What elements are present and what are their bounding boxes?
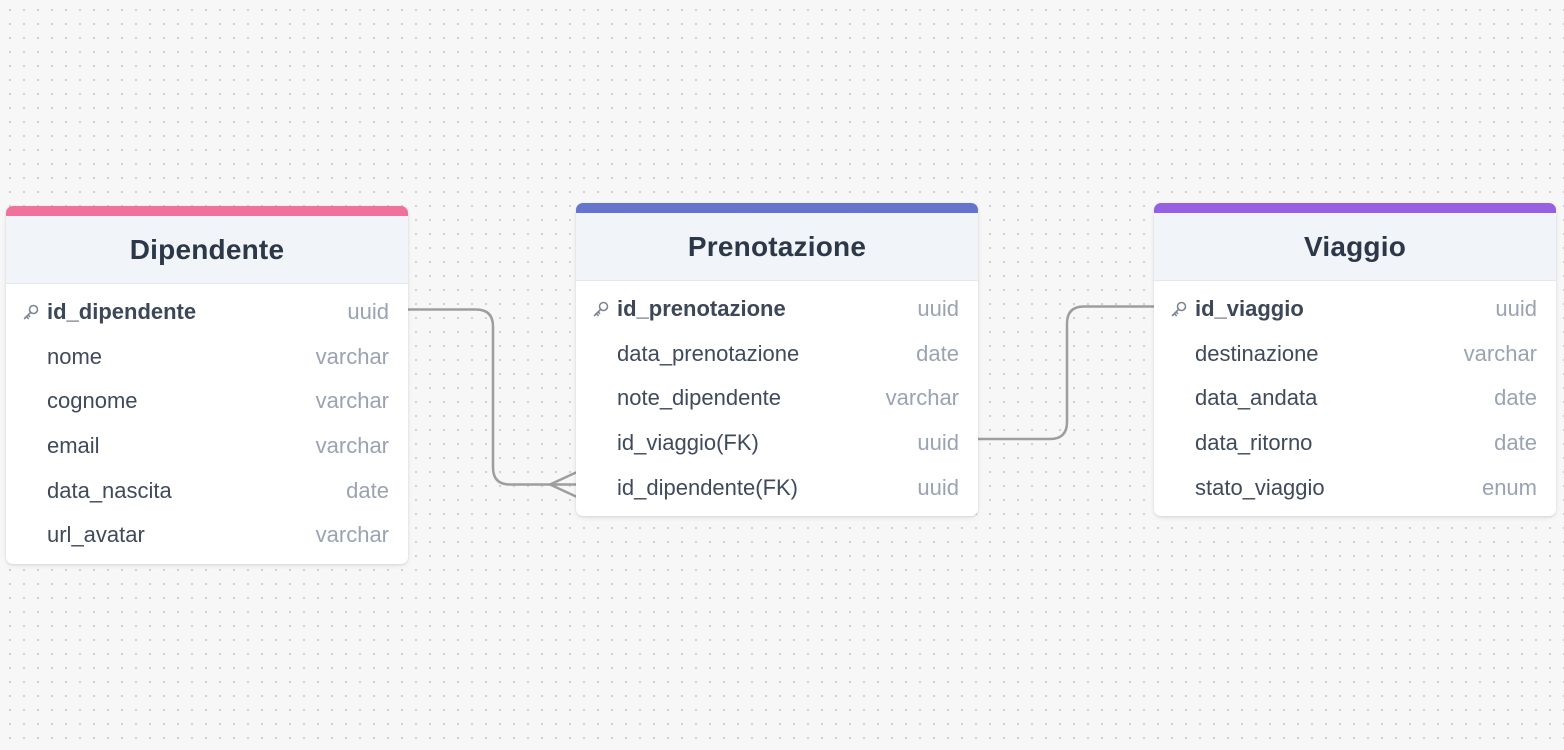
field-name: data_prenotazione bbox=[617, 340, 800, 366]
field-type: uuid bbox=[347, 299, 389, 325]
field-name: nome bbox=[47, 343, 103, 369]
table-color-bar bbox=[6, 206, 408, 216]
field-type: enum bbox=[1481, 474, 1537, 500]
field-type: varchar bbox=[885, 385, 959, 411]
field-name: id_dipendente bbox=[47, 299, 197, 325]
field-row[interactable]: destinazione varchar bbox=[1154, 332, 1556, 377]
key-icon bbox=[23, 304, 39, 320]
field-row[interactable]: id_prenotazione uuid bbox=[576, 287, 978, 332]
field-name: data_andata bbox=[1195, 385, 1318, 411]
field-list: id_dipendente uuid nome varchar cognome … bbox=[6, 284, 408, 564]
field-name: stato_viaggio bbox=[1195, 474, 1325, 500]
field-row[interactable]: nome varchar bbox=[6, 335, 408, 380]
field-row[interactable]: note_dipendente varchar bbox=[576, 376, 978, 421]
field-name: id_viaggio(FK) bbox=[617, 430, 759, 456]
field-row[interactable]: cognome varchar bbox=[6, 379, 408, 424]
field-type: varchar bbox=[315, 433, 389, 459]
field-row[interactable]: data_ritorno date bbox=[1154, 421, 1556, 466]
field-row[interactable]: stato_viaggio enum bbox=[1154, 465, 1556, 510]
field-name: id_dipendente(FK) bbox=[617, 474, 799, 500]
field-list: id_viaggio uuid destinazione varchar dat… bbox=[1154, 281, 1556, 516]
field-type: date bbox=[346, 477, 389, 503]
field-list: id_prenotazione uuid data_prenotazione d… bbox=[576, 281, 978, 516]
crowfoot-many-icon bbox=[548, 471, 578, 498]
field-name: note_dipendente bbox=[617, 385, 781, 411]
field-name: data_ritorno bbox=[1195, 430, 1313, 456]
table-header[interactable]: Prenotazione bbox=[576, 213, 978, 281]
field-name: cognome bbox=[47, 388, 138, 414]
field-row[interactable]: data_prenotazione date bbox=[576, 332, 978, 377]
field-name: destinazione bbox=[1195, 340, 1319, 366]
field-type: uuid bbox=[917, 430, 959, 456]
table-header[interactable]: Dipendente bbox=[6, 216, 408, 284]
field-type: uuid bbox=[1495, 296, 1537, 322]
field-type: date bbox=[1494, 385, 1537, 411]
connector-dipendente-prenotazione[interactable] bbox=[408, 308, 576, 486]
field-row[interactable]: data_nascita date bbox=[6, 468, 408, 513]
table-title: Viaggio bbox=[1303, 230, 1406, 262]
table-color-bar bbox=[576, 203, 978, 213]
key-icon bbox=[593, 301, 609, 317]
field-row[interactable]: data_andata date bbox=[1154, 376, 1556, 421]
table-title: Dipendente bbox=[129, 233, 285, 265]
connector-viaggio-prenotazione[interactable] bbox=[978, 305, 1154, 441]
field-type: date bbox=[916, 340, 959, 366]
table-prenotazione[interactable]: Prenotazione id_prenotazione uuid data_p… bbox=[576, 203, 978, 516]
field-name: email bbox=[47, 433, 100, 459]
field-type: varchar bbox=[315, 522, 389, 548]
field-type: date bbox=[1494, 430, 1537, 456]
table-color-bar bbox=[1154, 203, 1556, 213]
field-name: data_nascita bbox=[47, 477, 172, 503]
field-type: varchar bbox=[1463, 340, 1537, 366]
field-type: varchar bbox=[315, 388, 389, 414]
key-icon bbox=[1171, 301, 1187, 317]
field-name: id_prenotazione bbox=[617, 296, 786, 322]
field-name: id_viaggio bbox=[1195, 296, 1304, 322]
field-row[interactable]: email varchar bbox=[6, 424, 408, 469]
table-dipendente[interactable]: Dipendente id_dipendente uuid nome varch… bbox=[6, 206, 408, 564]
field-type: uuid bbox=[917, 474, 959, 500]
table-viaggio[interactable]: Viaggio id_viaggio uuid destinazione var… bbox=[1154, 203, 1556, 516]
field-type: uuid bbox=[917, 296, 959, 322]
field-row[interactable]: id_viaggio uuid bbox=[1154, 287, 1556, 332]
field-name: url_avatar bbox=[47, 522, 145, 548]
field-type: varchar bbox=[315, 343, 389, 369]
field-row[interactable]: id_dipendente uuid bbox=[6, 290, 408, 335]
table-header[interactable]: Viaggio bbox=[1154, 213, 1556, 281]
table-title: Prenotazione bbox=[687, 230, 867, 262]
field-row[interactable]: id_dipendente(FK) uuid bbox=[576, 465, 978, 510]
field-row[interactable]: id_viaggio(FK) uuid bbox=[576, 421, 978, 466]
field-row[interactable]: url_avatar varchar bbox=[6, 513, 408, 558]
